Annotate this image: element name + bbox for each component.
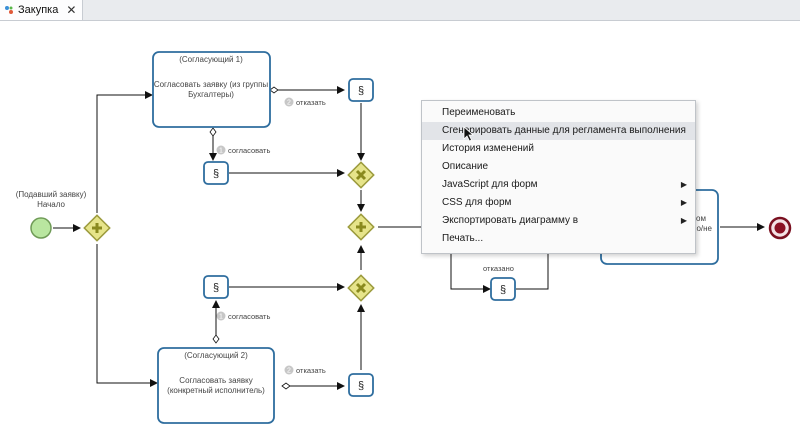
script-task[interactable]: §: [348, 373, 374, 397]
task-approver-1[interactable]: (Согласующий 1) Согласовать заявку (из г…: [152, 51, 271, 128]
start-event-label: Начало: [37, 200, 65, 209]
task-3-name: ом: [696, 214, 706, 223]
script-icon: §: [213, 282, 219, 294]
script-task[interactable]: §: [203, 275, 229, 299]
script-task[interactable]: §: [490, 277, 516, 301]
close-icon[interactable]: ✕: [66, 3, 77, 17]
script-icon: §: [500, 284, 506, 296]
tab-zakupka[interactable]: Закупка ✕: [0, 0, 84, 20]
context-menu-item-label: Сгенерировать данные для регламента выпо…: [442, 125, 686, 136]
submenu-arrow-icon: ▶: [680, 180, 687, 189]
context-menu-item-label: JavaScript для форм: [442, 179, 538, 190]
flow-label-refuse-top: 2 отказать: [284, 97, 326, 107]
task-2-name-2: (конкретный исполнитель): [167, 386, 265, 395]
flow-badge-num: 2: [287, 368, 291, 375]
editor-tab-bar: Закупка ✕: [0, 0, 800, 21]
context-menu-item[interactable]: Описание: [422, 158, 695, 176]
exclusive-gateway[interactable]: [347, 161, 375, 189]
context-menu-item-label: Экспортировать диаграмму в: [442, 215, 579, 226]
submenu-arrow-icon: ▶: [680, 198, 687, 207]
flow-label-refused: отказано: [483, 264, 514, 273]
context-menu-item[interactable]: Печать...: [422, 230, 695, 248]
task-1-role: (Согласующий 1): [179, 55, 243, 64]
flow-badge-num: 1: [219, 148, 223, 155]
context-menu-item[interactable]: История изменений: [422, 140, 695, 158]
context-menu-item[interactable]: Экспортировать диаграмму в ▶: [422, 212, 695, 230]
submenu-arrow-icon: ▶: [680, 216, 687, 225]
tab-title: Закупка: [18, 4, 59, 16]
flow-label-text: отказать: [296, 98, 326, 107]
end-event[interactable]: [768, 216, 792, 240]
context-menu-item-label: Печать...: [442, 233, 484, 244]
context-menu-item-label: Описание: [442, 161, 489, 172]
context-menu-item[interactable]: Переименовать: [422, 104, 695, 122]
process-icon: [5, 6, 13, 14]
task-2-name: Согласовать заявку: [179, 376, 252, 385]
context-menu-item-label: Переименовать: [442, 107, 516, 118]
script-task[interactable]: §: [203, 161, 229, 185]
flow-label-text: отказать: [296, 366, 326, 375]
context-menu-item[interactable]: JavaScript для форм ▶: [422, 176, 695, 194]
flow-badge-num: 1: [219, 314, 223, 321]
context-menu-item-label: CSS для форм: [442, 197, 512, 208]
start-event[interactable]: [30, 217, 52, 239]
parallel-gateway-split[interactable]: [83, 214, 111, 242]
context-menu-item-label: История изменений: [442, 143, 534, 154]
context-menu-item[interactable]: CSS для форм ▶: [422, 194, 695, 212]
exclusive-gateway[interactable]: [347, 274, 375, 302]
start-event-role: (Подавший заявку): [16, 190, 87, 199]
flow-label-text: согласовать: [228, 146, 270, 155]
task-1-name: Согласовать заявку (из группы: [154, 80, 269, 89]
script-icon: §: [358, 85, 364, 97]
sequence-flows: [53, 86, 765, 390]
script-icon: §: [213, 168, 219, 180]
task-1-name-2: Бухгалтеры): [188, 90, 234, 99]
flow-label-text: согласовать: [228, 312, 270, 321]
flow-badge-num: 2: [287, 100, 291, 107]
task-approver-2[interactable]: (Согласующий 2) Согласовать заявку (конк…: [157, 347, 275, 424]
script-icon: §: [358, 380, 364, 392]
flow-label-refuse-bottom: 2 отказать: [284, 365, 326, 375]
script-task[interactable]: §: [348, 78, 374, 102]
task-3-name-2: но/не: [692, 224, 713, 233]
context-menu-item[interactable]: Сгенерировать данные для регламента выпо…: [422, 122, 695, 140]
flow-label-agree-bottom: 1 согласовать: [216, 311, 270, 321]
mouse-cursor-icon: [463, 126, 475, 142]
flow-label-agree-top: 1 согласовать: [216, 145, 270, 155]
task-2-role: (Согласующий 2): [184, 351, 248, 360]
parallel-gateway-join[interactable]: [347, 213, 375, 241]
